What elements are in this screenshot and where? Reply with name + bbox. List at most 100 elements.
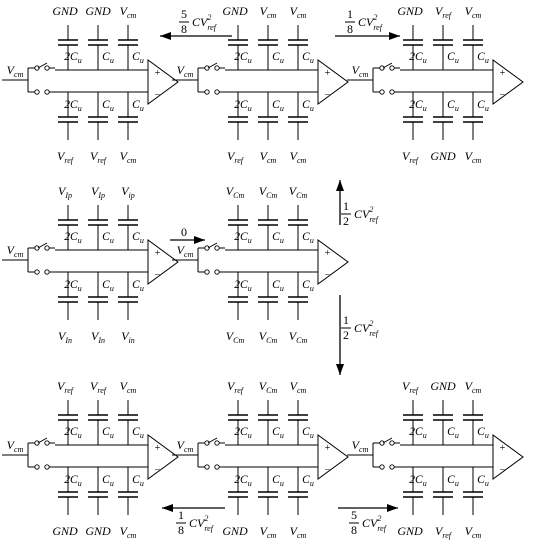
transition-energy-base: CV (192, 15, 209, 29)
switch-top-blade (382, 62, 393, 69)
top-ref-label-1: Vref (402, 379, 420, 395)
top-ref-label-2-base: V (260, 4, 269, 18)
comparator-minus: − (154, 270, 161, 281)
switch-bot-contact-a (34, 269, 40, 275)
top-ref-label-2: GND (430, 379, 456, 393)
top-cap-label-1: 2Cu (234, 426, 251, 440)
input-label-sub: cm (184, 70, 194, 79)
switch-top-contact-a (204, 440, 210, 446)
bot-cap-label-2-base: C (272, 474, 280, 486)
top-ref-label-2-sub: Ip (97, 191, 105, 200)
bot-ref-label-2: Vcm (260, 149, 277, 165)
top-cap-label-1: 2Cu (409, 426, 426, 440)
top-cap-label-1: 2Cu (64, 426, 81, 440)
comparator (147, 59, 179, 105)
top-cap-label-2-base: C (272, 426, 280, 438)
comparator (492, 59, 524, 105)
input-label-base: V (352, 438, 361, 452)
bot-ref-label-1-base: V (57, 149, 66, 163)
input-label-sub: cm (359, 445, 369, 454)
top-ref-label-2: GND (85, 4, 111, 18)
top-cap-label-3: Cu (132, 231, 144, 245)
comparator-plus: + (154, 248, 161, 259)
bot-ref-label-2: GND (85, 524, 111, 538)
input-label-sub: cm (359, 70, 369, 79)
bot-ref-label-1: GND (52, 524, 78, 538)
top-cap-label-1-base: 2C (64, 51, 78, 63)
top-ref-label-1-sub: ref (64, 386, 74, 395)
top-ref-label-1-base: GND (222, 4, 248, 18)
switch-bot-contact-b (389, 464, 395, 470)
top-ref-label-3: Vip (121, 184, 135, 200)
bot-ref-label-2: GND (430, 149, 456, 163)
bot-cap-label-2: Cu (447, 99, 459, 113)
top-cap-label-2: Cu (102, 426, 114, 440)
transition-energy-sub: ref (204, 524, 214, 533)
switch-top-contact-a (379, 65, 385, 71)
top-cap-label-2: Cu (102, 51, 114, 65)
transition-fraction-numerator: 1 (343, 199, 349, 213)
switch-top-contact-b (389, 440, 395, 446)
top-cap-label-3-sub: u (310, 56, 314, 65)
bot-ref-label-3: Vcm (120, 149, 137, 165)
bot-cap-label-1: 2Cu (409, 474, 426, 488)
top-cap-label-3: Cu (477, 51, 489, 65)
top-cap-label-2-sub: u (280, 56, 284, 65)
top-cap-label-1-sub: u (248, 236, 252, 245)
bot-cap-label-1-sub: u (423, 104, 427, 113)
input-label-sub: cm (184, 250, 194, 259)
input-label-base: V (177, 243, 186, 257)
bot-ref-label-1-base: V (226, 329, 235, 343)
input-label: Vcm (177, 438, 194, 454)
switch-top-contact-b (44, 440, 50, 446)
bot-ref-label-1-base: GND (52, 524, 78, 538)
top-cap-label-1-sub: u (423, 431, 427, 440)
switch-top-contact-b (389, 65, 395, 71)
switch-bot-contact-a (379, 89, 385, 95)
switch-bot-contact-a (379, 464, 385, 470)
top-cap-label-2-base: C (102, 426, 110, 438)
bot-cap-label-1-base: 2C (234, 474, 248, 486)
top-ref-label-2-base: V (259, 184, 268, 198)
top-cap-label-3-base: C (477, 426, 485, 438)
input-label-base: V (177, 438, 186, 452)
bot-ref-label-2-base: V (90, 149, 99, 163)
transition-energy-sup: 2 (207, 13, 211, 22)
comparator-plus: + (324, 248, 331, 259)
bot-ref-label-3-sub: cm (472, 531, 482, 540)
top-ref-label-2-base: GND (430, 379, 456, 393)
bot-cap-label-2-sub: u (280, 479, 284, 488)
bot-ref-label-3-base: V (289, 329, 298, 343)
switch-top-blade (207, 242, 218, 249)
comparator-minus: − (324, 270, 331, 281)
bot-ref-label-1: Vref (227, 149, 245, 165)
bot-cap-label-2-base: C (102, 279, 110, 291)
top-ref-label-2-base: V (259, 379, 268, 393)
input-label-base: V (352, 63, 361, 77)
top-ref-label-2-sub: Cm (266, 386, 277, 395)
switch-top-contact-a (34, 440, 40, 446)
input-label-base: V (7, 438, 16, 452)
top-ref-label-1-base: V (226, 184, 235, 198)
top-cap-label-1-sub: u (423, 56, 427, 65)
bot-ref-label-1: GND (397, 524, 423, 538)
top-ref-label-1-base: GND (52, 4, 78, 18)
top-cap-label-1: 2Cu (64, 51, 81, 65)
top-cap-label-3: Cu (132, 426, 144, 440)
bot-cap-label-1-base: 2C (409, 474, 423, 486)
top-cap-label-3: Cu (302, 51, 314, 65)
top-ref-label-2-base: V (90, 379, 99, 393)
top-cap-label-2-base: C (102, 51, 110, 63)
input-label-base: V (7, 63, 16, 77)
bot-cap-label-2-sub: u (455, 104, 459, 113)
comparator (317, 239, 349, 285)
bot-cap-label-1: 2Cu (64, 279, 81, 293)
top-cap-label-1: 2Cu (64, 231, 81, 245)
bot-cap-label-3-base: C (132, 279, 140, 291)
switch-top-contact-a (204, 65, 210, 71)
